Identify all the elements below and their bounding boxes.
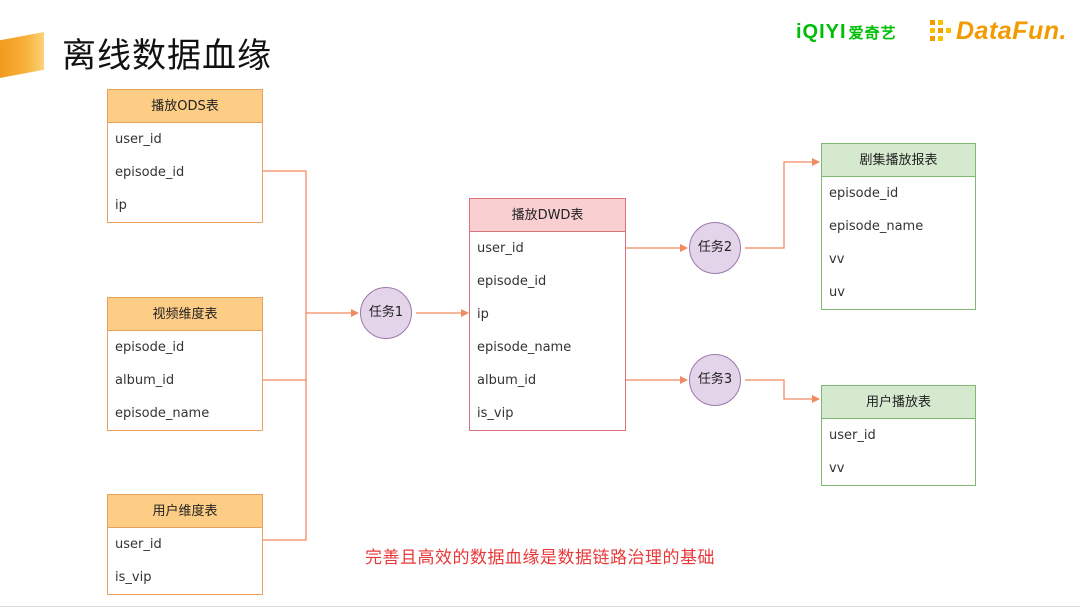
table-field: album_id xyxy=(477,373,537,388)
table-field: episode_name xyxy=(829,219,924,234)
table-header: 剧集播放报表 xyxy=(822,144,975,177)
table-field: episode_id xyxy=(477,274,547,289)
task-1-node: 任务1 xyxy=(360,287,412,339)
edge-task2-to-report xyxy=(745,158,820,249)
table-field: user_id xyxy=(477,241,524,256)
task-3-node: 任务3 xyxy=(689,354,741,406)
edge-userdim-to-task1 xyxy=(263,313,307,541)
table-user-dim: 用户维度表 user_id is_vip xyxy=(107,494,263,595)
table-field: is_vip xyxy=(115,570,152,585)
table-user-play: 用户播放表 user_id vv xyxy=(821,385,976,486)
table-field: is_vip xyxy=(477,406,514,421)
datafun-dots-icon xyxy=(930,20,951,41)
table-field: user_id xyxy=(115,537,162,552)
table-field: episode_id xyxy=(829,186,899,201)
table-field: episode_name xyxy=(115,406,210,421)
table-field: episode_id xyxy=(115,165,185,180)
table-field: user_id xyxy=(829,428,876,443)
table-field: episode_name xyxy=(477,340,572,355)
table-field: vv xyxy=(829,461,845,476)
edge-ods-to-task1 xyxy=(263,170,359,317)
title-accent-bar xyxy=(0,32,44,78)
table-play-ods: 播放ODS表 user_id episode_id ip xyxy=(107,89,263,223)
table-header: 播放DWD表 xyxy=(470,199,625,232)
table-header: 视频维度表 xyxy=(108,298,262,331)
table-episode-report: 剧集播放报表 episode_id episode_name vv uv xyxy=(821,143,976,310)
table-field: episode_id xyxy=(115,340,185,355)
table-field: ip xyxy=(115,198,127,213)
edge-task3-to-userplay xyxy=(745,379,820,403)
page-title: 离线数据血缘 xyxy=(62,36,272,76)
table-play-dwd: 播放DWD表 user_id episode_id ip episode_nam… xyxy=(469,198,626,431)
table-field: uv xyxy=(829,285,845,300)
table-field: vv xyxy=(829,252,845,267)
datafun-logo: DataFun. xyxy=(930,12,1067,50)
task-2-node: 任务2 xyxy=(689,222,741,274)
table-field: album_id xyxy=(115,373,175,388)
bottom-divider xyxy=(0,606,1080,607)
footer-caption: 完善且高效的数据血缘是数据链路治理的基础 xyxy=(365,548,715,568)
table-header: 播放ODS表 xyxy=(108,90,262,123)
table-field: ip xyxy=(477,307,489,322)
table-field: user_id xyxy=(115,132,162,147)
table-header: 用户维度表 xyxy=(108,495,262,528)
table-video-dim: 视频维度表 episode_id album_id episode_name xyxy=(107,297,263,431)
table-header: 用户播放表 xyxy=(822,386,975,419)
